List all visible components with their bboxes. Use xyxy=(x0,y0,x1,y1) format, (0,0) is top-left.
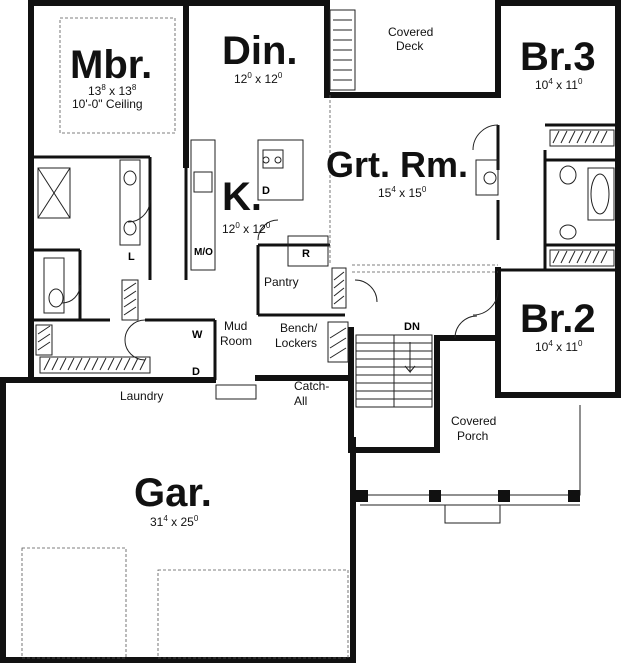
garage-dim: 314 x 250 xyxy=(150,514,199,529)
garage-name: Gar. xyxy=(134,471,212,515)
dim-inches-b: 0 xyxy=(577,77,583,86)
mbr-ceiling-note: 10'-0" Ceiling xyxy=(72,97,143,111)
dim-inches-a: 4 xyxy=(391,185,396,194)
covered-porch-line2: Porch xyxy=(457,429,489,443)
catch-all-line1: Catch- xyxy=(294,379,330,393)
interior-walls xyxy=(31,123,618,380)
dim-inches-a: 4 xyxy=(163,514,168,523)
din-dim: 120 x 120 xyxy=(234,71,283,86)
dim-inches-a: 4 xyxy=(548,77,553,86)
laundry-label: Laundry xyxy=(120,389,164,403)
garage-doors xyxy=(21,547,349,659)
kitchen-cabinets xyxy=(190,139,329,271)
mud-room-line1: Mud xyxy=(224,319,248,333)
kitchen-name: K. xyxy=(222,175,262,219)
washer-label: W xyxy=(192,329,203,341)
br3-dim: 104 x 110 xyxy=(535,77,583,92)
master-bath-fixtures xyxy=(37,159,141,314)
covered-porch-line1: Covered xyxy=(451,414,497,428)
stair-direction: DN xyxy=(404,321,420,333)
covered-deck-line1: Covered xyxy=(388,25,434,39)
bench-line1: Bench/ xyxy=(280,321,318,335)
mud-room-line2: Room xyxy=(220,334,253,348)
catch-all-line2: All xyxy=(294,394,308,408)
hall-bath-fixtures xyxy=(559,165,615,240)
kitchen-dim: 120 x 120 xyxy=(222,221,271,236)
stairs xyxy=(355,334,433,408)
ceiling-outline xyxy=(59,17,176,134)
covered-deck-line2: Deck xyxy=(396,39,424,53)
br3-name: Br.3 xyxy=(520,35,596,79)
deck-steps xyxy=(329,9,356,91)
br2-name: Br.2 xyxy=(520,297,596,341)
grt-rm-dim: 154 x 150 xyxy=(378,185,427,200)
dim-inches-b: 0 xyxy=(277,71,283,80)
mbr-name: Mbr. xyxy=(70,43,153,87)
door-swings xyxy=(61,124,499,361)
mbr-dim: 138 x 138 xyxy=(88,83,137,98)
dim-inches-b: 0 xyxy=(193,514,199,523)
front-porch xyxy=(356,405,581,524)
br2-dim: 104 x 110 xyxy=(535,339,583,354)
dim-inches-b: 0 xyxy=(577,339,583,348)
dim-inches-b: 8 xyxy=(131,83,137,92)
mud-step xyxy=(215,384,257,400)
grt-rm-name: Grt. Rm. xyxy=(326,144,469,185)
dim-inches-b: 0 xyxy=(265,221,271,230)
din-name: Din. xyxy=(222,29,298,73)
dim-inches-a: 8 xyxy=(101,83,106,92)
refrigerator-label: R xyxy=(302,248,310,260)
dim-inches-a: 0 xyxy=(235,221,240,230)
microwave-oven-label: M/O xyxy=(194,247,213,258)
bench-line2: Lockers xyxy=(275,336,318,350)
dim-inches-a: 0 xyxy=(247,71,252,80)
dishwasher-label: D xyxy=(262,185,270,197)
closet-shelves xyxy=(35,129,615,374)
linen-label: L xyxy=(128,251,135,263)
fireplace xyxy=(475,159,499,196)
dim-inches-a: 4 xyxy=(548,339,553,348)
dryer-label: D xyxy=(192,366,200,378)
dim-inches-b: 0 xyxy=(421,185,427,194)
pantry-label: Pantry xyxy=(264,275,299,289)
